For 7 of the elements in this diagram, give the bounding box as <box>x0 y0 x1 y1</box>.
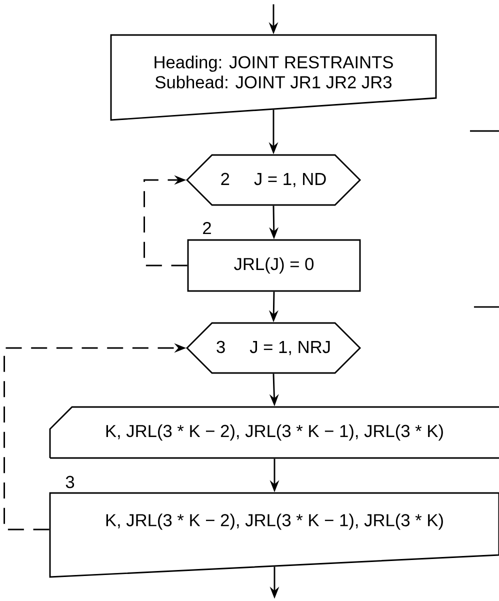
process-box: JRL(J) = 0 <box>187 239 361 292</box>
loop-number: 2 <box>203 222 211 234</box>
card-box: K, JRL(3 * K − 2), JRL(3 * K − 1), JRL(3 * K) <box>49 406 499 459</box>
arrow <box>144 175 188 266</box>
loop-number: 3 <box>66 476 74 488</box>
document-box: Heading: JOINT RESTRAINTS Subhead: JOINT JR1 JR2 JR3 <box>110 34 437 121</box>
document-box: K, JRL(3 * K − 2), JRL(3 * K − 1), JRL(3 * K) <box>49 492 499 578</box>
